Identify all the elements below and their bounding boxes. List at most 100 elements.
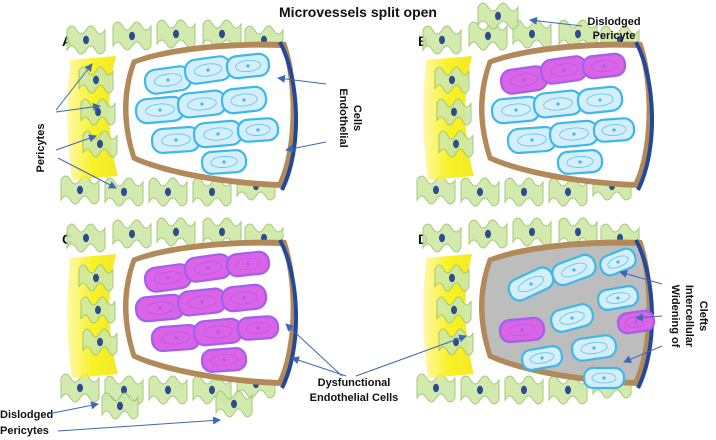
panel-b-dislodged-pericyte-nucleus [495,11,501,21]
panel-b-endothelial-cell-9-nucleus-outline [566,156,594,168]
panel-d: D [416,217,656,405]
panel-c-dislodged-pericyte-1-nucleus [117,401,123,411]
dislodged-pericyte-arrow [529,16,583,27]
panel-a-pericyte-left-0-nucleus [93,75,99,85]
panel-c-endothelial-cell-4-nucleus-outline [187,295,217,309]
panel-a-endothelial-cell-8 [236,117,280,143]
panel-d-pericyte-top-3-nucleus [575,227,581,237]
dislodged-pericytes-label-1: Dislodged [0,409,53,421]
panel-d-pericyte-left-0-nucleus [449,273,455,283]
panel-d-endothelial-cell-6-nucleus-outline [529,352,555,364]
panel-d-endothelial-cell-9-nucleus-outline [591,372,617,384]
panel-a-endothelial-cell-2 [225,52,271,80]
pericytes-arrow-1 [55,63,93,111]
panel-a-endothelial-cell-9 [200,149,248,175]
panel-b-endothelial-cell-1-nucleus [562,68,566,72]
panel-b-endothelial-cell-9-nucleus [578,160,582,164]
panel-d-endothelial-cell-1-nucleus [572,268,576,272]
panel-c-endothelial-cell-4-nucleus [200,300,204,304]
panel-d-endothelial-cell-7-nucleus [592,346,596,350]
panel-d-endothelial-cell-6 [520,345,564,371]
panel-c-pericyte-bottom-2-nucleus [165,385,171,395]
panel-c-pericyte-left-1-nucleus [95,305,101,315]
panel-b-endothelial-cell-8 [592,117,636,143]
panel-c-endothelial-cell-1-nucleus [206,266,210,270]
endothelial-label-1: Endothelial [337,88,349,147]
widening-label-1: Widening of [669,285,681,348]
dysfunctional-label-2: Endothelial Cells [310,392,399,404]
panel-b-endothelial-cell-5 [576,85,624,115]
panel-a-pericyte-top-3-nucleus [219,29,225,39]
panel-d-pericyte-bottom-2-nucleus [521,385,527,395]
panel-d-pericyte-left-1-nucleus [451,305,457,315]
panel-a-rim [278,41,299,191]
panel-a-endothelial-cell-9-nucleus [222,160,226,164]
panel-a-endothelial-cell-6 [150,125,202,155]
panel-b-endothelial-cell-2 [581,52,627,80]
panel-b-pericyte-top-3-nucleus [575,29,581,39]
panel-a-endothelial-cell-8-nucleus [256,128,260,132]
panel-b-pericyte-bottom-3-nucleus [565,187,571,197]
panel-a-pericyte-top-0-nucleus [83,35,89,45]
widening-arrow-3 [623,345,663,363]
panel-a-endothelial-cell-1-nucleus [206,68,210,72]
dysfunctional-arrow-3 [355,334,467,377]
panel-c-endothelial-cell-2-nucleus [246,262,250,266]
panel-d-pericyte-top-1-nucleus [485,229,491,239]
panel-d-endothelial-cell-2-nucleus-outline [607,255,629,269]
panel-a-endothelial-cell-4-nucleus [200,102,204,106]
panel-c-endothelial-cell-8 [236,315,280,341]
panel-c-endothelial-cell-5-nucleus-outline [230,291,258,305]
endothelial-arrow-1 [277,74,327,85]
panel-d-pericyte-bottom-0-nucleus [433,383,439,393]
widening-arrow-1 [619,270,663,285]
panel-b-pericyte-bottom-2-nucleus [521,187,527,197]
panel-b-endothelial-cell-3 [490,95,542,125]
panel-d-endothelial-cell-1-nucleus-outline [561,262,587,278]
panel-c-pericyte-top-2-nucleus [173,227,179,237]
widening-label-3: Clefts [697,301,709,332]
panel-b-endothelial-cell-0-nucleus-outline [509,73,539,87]
panel-c-rim [278,239,299,389]
panel-d-pericyte-top-0-nucleus [439,233,445,243]
panel-c-endothelial-cell-5 [220,283,268,313]
panel-a-pericyte-left-2-nucleus [97,139,103,149]
panel-b-endothelial-cell-8-nucleus [612,128,616,132]
panel-d-pericyte-top-2-nucleus [529,227,535,237]
panel-a-pericyte-bottom-0-nucleus [77,185,83,195]
panel-a-pericyte-top-2-nucleus [173,29,179,39]
panel-c-pericyte-top-1-nucleus [129,229,135,239]
panel-c-pericyte-bottom-0-nucleus [77,383,83,393]
panel-c-annotations: Dislodged Pericytes Dysfunctional Endoth… [0,323,467,437]
panel-d-endothelial-cell-2-nucleus [616,260,620,264]
panel-c-endothelial-cell-5-nucleus [242,296,246,300]
panel-b: B [416,2,655,207]
dislodged-pericyte-label-1: Dislodged [587,16,640,28]
panel-b-endothelial-cell-4 [532,89,584,119]
pericytes-arrow-3 [55,134,97,151]
panel-a-endothelial-cell-5 [220,85,268,115]
panel-d-endothelial-cell-9-nucleus [602,376,606,380]
dislodged-pericytes-label-2: Pericytes [0,425,49,437]
panel-b-endothelial-cell-5-nucleus [598,98,602,102]
panel-a-endothelial-cell-2-nucleus-outline [235,59,261,73]
panel-c: C [60,217,299,420]
panel-a-annotations: Pericytes Endothelial Cells [35,63,363,189]
panel-b-pericyte-bottom-1-nucleus [477,187,483,197]
panel-a-pericyte-left-1-nucleus [95,107,101,117]
panel-a-endothelial-cell-3 [134,95,186,125]
panel-a-endothelial-cell-6-nucleus-outline [161,133,191,147]
panel-d-annotations: Widening of Intercellular Clefts [619,270,709,363]
panel-c-pericyte-left-2-nucleus [97,337,103,347]
panel-b-endothelial-cell-8-nucleus-outline [601,124,627,136]
panel-b-endothelial-cell-7-nucleus-outline [559,127,589,141]
panel-c-endothelial-cell-7-nucleus-outline [203,325,233,339]
panel-a-pericyte-bottom-3-nucleus [209,187,215,197]
panel-d-endothelial-cell-5-nucleus [616,296,620,300]
panel-c-endothelial-cell-6-nucleus [174,336,178,340]
panel-a-endothelial-cell-7-nucleus-outline [203,127,233,141]
panel-d-endothelial-cell-3 [498,316,546,344]
panel-d-endothelial-cell-5-nucleus-outline [605,292,631,304]
panel-a-endothelial-cell-1-nucleus-outline [193,63,223,77]
